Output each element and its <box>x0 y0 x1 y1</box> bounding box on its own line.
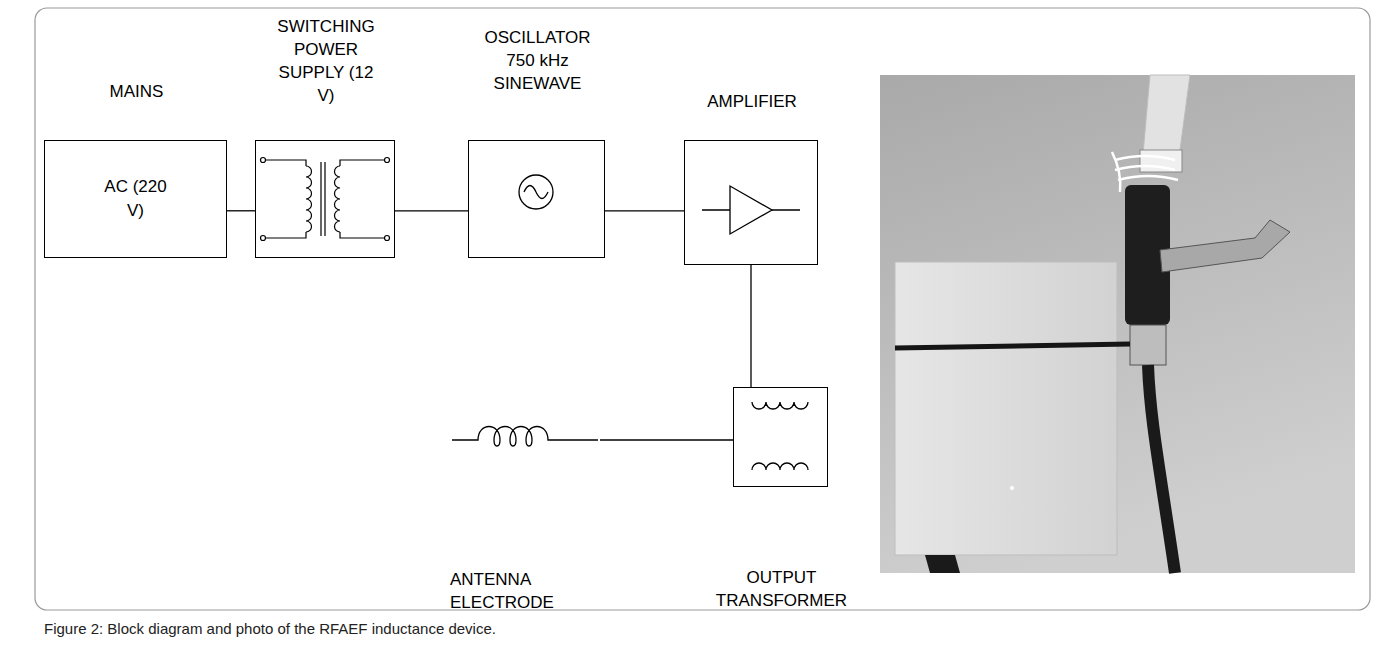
primary-coil <box>306 166 312 232</box>
amplifier-symbol <box>702 186 800 234</box>
block-heading: SWITCHING POWER SUPPLY (12 V) <box>270 15 382 107</box>
transformer-core <box>321 162 325 236</box>
source-circle <box>519 175 553 209</box>
signal-line <box>600 439 733 440</box>
black-cable <box>1148 365 1175 573</box>
block-box: MAINSAC (220 V) <box>44 140 227 258</box>
device-photo <box>880 75 1355 573</box>
block-box: OUTPUT TRANSFORMER <box>733 387 828 487</box>
figure-caption: Figure 2: Block diagram and photo of the… <box>44 619 496 639</box>
device-housing <box>895 262 1117 555</box>
component-node: ANTENNA ELECTRODE <box>450 420 600 460</box>
signal-line <box>605 210 684 211</box>
clamp-arm <box>1160 220 1290 272</box>
signal-line <box>750 265 751 387</box>
sine-wave <box>524 186 548 199</box>
signal-line <box>227 210 255 211</box>
tube-clip <box>1140 150 1182 172</box>
secondary-coil <box>752 463 808 470</box>
block-text: AC (220 V) <box>100 175 172 223</box>
amplifier-triangle <box>730 186 772 234</box>
winding-lead <box>340 160 384 238</box>
signal-line <box>395 210 468 211</box>
block-heading: ANTENNA ELECTRODE <box>450 568 562 614</box>
block-box: AMPLIFIER <box>684 140 818 265</box>
block-box: OSCILLATOR 750 kHz SINEWAVE <box>468 140 605 258</box>
primary-coil <box>752 402 808 409</box>
amplifier-leads <box>702 209 800 210</box>
sine-source-symbol <box>519 175 553 209</box>
photo-background <box>880 75 1355 573</box>
housing-dot <box>1010 486 1014 490</box>
block-box: SWITCHING POWER SUPPLY (12 V) <box>255 140 395 258</box>
antenna-coil-symbol <box>452 427 598 447</box>
cable-gland <box>925 555 960 573</box>
transformer-symbol <box>261 158 390 241</box>
strap <box>895 344 1130 348</box>
terminal <box>385 236 390 241</box>
block-heading: OUTPUT TRANSFORMER <box>714 566 849 612</box>
secondary-coil <box>335 166 341 232</box>
block-heading: AMPLIFIER <box>692 90 812 113</box>
block-heading: MAINS <box>77 80 197 103</box>
winding-lead <box>266 160 306 238</box>
block-heading: OSCILLATOR 750 kHz SINEWAVE <box>482 26 594 95</box>
figure-frame <box>35 8 1370 610</box>
coupled-coils-symbol <box>752 402 808 470</box>
terminal <box>261 236 266 241</box>
connector <box>1130 325 1166 365</box>
antenna-coil <box>452 427 598 447</box>
terminal <box>385 158 390 163</box>
terminal <box>261 158 266 163</box>
